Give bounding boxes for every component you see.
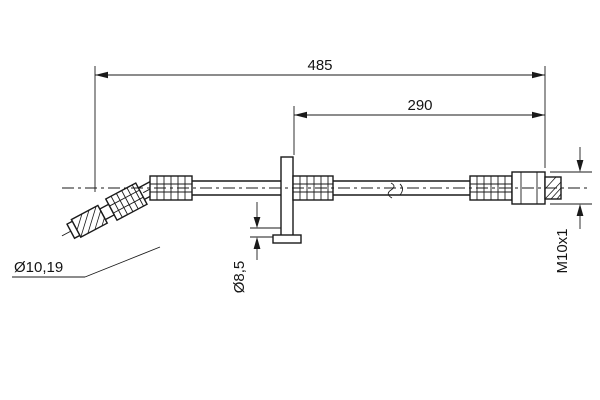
dimension-thread: M10x1 <box>550 147 592 274</box>
bracket-base <box>272 234 302 244</box>
label-end-fitting-diameter: Ø10,19 <box>12 246 161 278</box>
elbow-end-cap <box>66 220 81 240</box>
hatch-line <box>94 210 102 230</box>
thread-spec-label: M10x1 <box>554 228 571 273</box>
collar-ridge <box>126 187 139 210</box>
collar-ridge <box>121 190 134 212</box>
arrowhead-down <box>576 160 584 172</box>
arrowhead-right <box>532 71 545 79</box>
leader-line <box>84 246 161 278</box>
arrowhead-right <box>532 111 545 119</box>
dimension-overall-length: 485 <box>94 57 546 192</box>
hatch-line <box>556 193 562 200</box>
bracket-plate <box>280 156 294 242</box>
hose-marking <box>399 183 403 196</box>
collar-ridge <box>110 195 123 218</box>
hatch-line <box>550 187 562 200</box>
elbow-end-fitting <box>61 179 159 240</box>
hatch-line <box>87 206 97 234</box>
dimension-overall-value: 485 <box>307 57 332 74</box>
dimension-bracket-hole: Ø8,5 <box>231 202 261 294</box>
arrowhead-up <box>253 237 261 249</box>
collar-ridge <box>113 196 144 214</box>
mounting-bracket <box>250 156 302 244</box>
hose-marking <box>387 182 395 199</box>
arrowhead-down <box>253 217 261 228</box>
dimension-partial-value: 290 <box>407 97 432 114</box>
hatch-line <box>544 176 557 190</box>
bracket-hole-label: Ø8,5 <box>231 261 248 294</box>
hatch-line <box>80 210 90 238</box>
arrowhead-left <box>294 111 307 119</box>
hose-assembly <box>149 156 562 244</box>
collar-ridge <box>109 189 140 207</box>
dimension-partial-length: 290 <box>293 97 545 155</box>
collar-ridge <box>115 193 129 215</box>
hatch-line <box>101 217 105 227</box>
end-diameter-label: Ø10,19 <box>14 259 63 276</box>
arrowhead-left <box>95 71 108 79</box>
hatch-line <box>544 181 562 200</box>
arrowhead-up <box>576 204 584 216</box>
hatch-line <box>76 213 83 231</box>
